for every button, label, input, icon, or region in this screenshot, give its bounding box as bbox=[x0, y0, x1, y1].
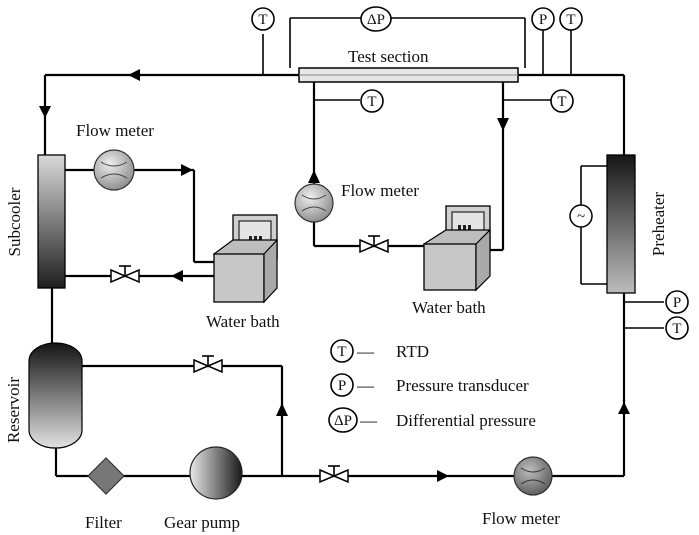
legend-rtd-text: RTD bbox=[396, 342, 429, 361]
water-bath-right-label: Water bath bbox=[412, 298, 486, 317]
svg-text:P: P bbox=[539, 12, 547, 28]
heater-symbol: ~ bbox=[577, 209, 585, 225]
valve-center bbox=[359, 235, 389, 254]
pressure-sensor-inlet bbox=[665, 290, 689, 314]
pressure-sensor-outlet bbox=[531, 7, 555, 31]
legend: T — RTD P — Pressure transducer ΔP — Dif… bbox=[328, 339, 536, 433]
test-section: Test section bbox=[298, 47, 519, 83]
water-bath-left: Water bath bbox=[206, 214, 280, 331]
valve-bottom bbox=[319, 465, 349, 484]
test-cooling-loop: T T bbox=[312, 82, 574, 252]
gear-pump: Gear pump bbox=[164, 446, 243, 532]
svg-text:ΔP: ΔP bbox=[334, 413, 352, 429]
svg-text:P: P bbox=[338, 378, 346, 394]
svg-text:—: — bbox=[356, 342, 375, 361]
svg-text:T: T bbox=[672, 321, 681, 337]
temperature-sensor-preheater bbox=[665, 316, 689, 340]
svg-text:T: T bbox=[258, 12, 267, 28]
water-bath-right: Water bath bbox=[412, 205, 491, 317]
legend-item-rtd: T — RTD bbox=[330, 339, 429, 363]
subcooler-cooling-loop bbox=[65, 168, 214, 278]
svg-text:T: T bbox=[367, 94, 376, 110]
temperature-sensor-coolant-out bbox=[550, 89, 574, 113]
legend-item-differential: ΔP — Differential pressure bbox=[328, 407, 536, 433]
preheater-sensors: P T bbox=[665, 290, 689, 340]
gear-pump-label: Gear pump bbox=[164, 513, 240, 532]
preheater-label: Preheater bbox=[649, 192, 668, 257]
top-sensors: T ΔP P T bbox=[251, 6, 583, 75]
differential-pressure-sensor bbox=[360, 6, 392, 32]
subcooler: Subcooler bbox=[5, 154, 66, 289]
svg-text:—: — bbox=[359, 411, 378, 430]
legend-pressure-text: Pressure transducer bbox=[396, 376, 529, 395]
reservoir: Reservoir bbox=[4, 342, 83, 449]
flow-meter-top-left: Flow meter bbox=[76, 121, 154, 191]
filter-label: Filter bbox=[85, 513, 122, 532]
valve-left bbox=[110, 265, 140, 284]
filter: Filter bbox=[85, 457, 125, 532]
temperature-sensor-coolant-in bbox=[360, 89, 384, 113]
reservoir-label: Reservoir bbox=[4, 377, 23, 443]
svg-text:T: T bbox=[566, 12, 575, 28]
flow-meter-top-left-label: Flow meter bbox=[76, 121, 154, 140]
subcooler-label: Subcooler bbox=[5, 187, 24, 256]
svg-text:—: — bbox=[356, 376, 375, 395]
svg-text:ΔP: ΔP bbox=[367, 12, 385, 28]
temperature-sensor-inlet bbox=[251, 7, 275, 31]
svg-text:T: T bbox=[337, 344, 346, 360]
valve-bypass bbox=[193, 355, 223, 374]
flow-meter-center: Flow meter bbox=[294, 181, 419, 223]
flow-meter-bottom-label: Flow meter bbox=[482, 509, 560, 528]
water-bath-left-label: Water bath bbox=[206, 312, 280, 331]
test-section-label: Test section bbox=[348, 47, 429, 66]
flow-meter-center-label: Flow meter bbox=[341, 181, 419, 200]
legend-differential-text: Differential pressure bbox=[396, 411, 536, 430]
legend-item-pressure: P — Pressure transducer bbox=[330, 373, 529, 397]
temperature-sensor-outlet bbox=[559, 7, 583, 31]
svg-text:T: T bbox=[557, 94, 566, 110]
dp-bracket bbox=[289, 17, 526, 68]
svg-text:P: P bbox=[673, 295, 681, 311]
flow-meter-bottom: Flow meter bbox=[482, 456, 560, 528]
preheater: Preheater ~ bbox=[569, 154, 668, 294]
